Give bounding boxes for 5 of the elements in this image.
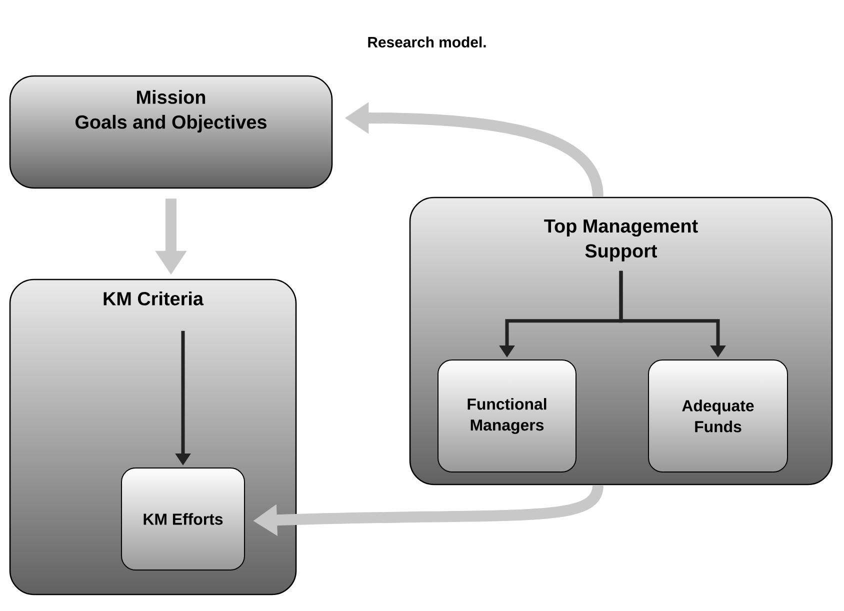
- inner-box: Adequate Funds: [648, 360, 788, 472]
- inner-box: KM Efforts: [121, 468, 245, 570]
- inner-box: Functional Managers: [438, 360, 576, 472]
- title: Research model.: [368, 36, 486, 48]
- process-box: Mission Goals and Objectives: [9, 75, 333, 189]
